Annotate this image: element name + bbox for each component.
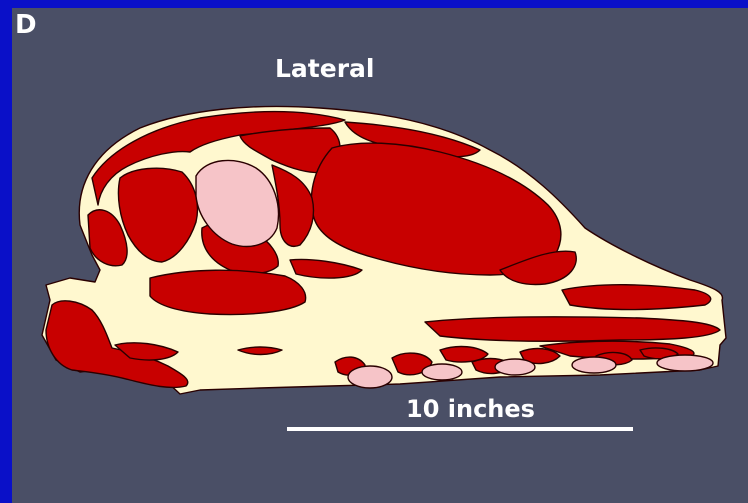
gland-lower-5 [657, 355, 713, 371]
scale-bar [287, 427, 633, 431]
gland-lower-3 [495, 359, 535, 375]
gland-lower-2 [422, 364, 462, 380]
muscle-right-mid [425, 317, 720, 341]
gland-lower-4 [572, 357, 616, 373]
figure-panel: D Lateral [12, 8, 748, 503]
gland-lower-1 [348, 366, 392, 388]
scale-label: 10 inches [406, 394, 535, 424]
muscle-serratus [150, 270, 306, 314]
